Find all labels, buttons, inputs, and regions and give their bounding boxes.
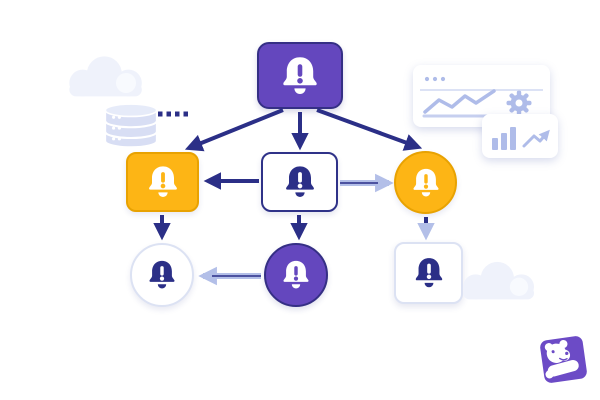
alert-node-bottom-right bbox=[394, 242, 463, 304]
trend-arrow-icon bbox=[522, 129, 550, 148]
arrow-root-to-mid-right bbox=[316, 108, 423, 151]
arrow-root-to-mid-left bbox=[184, 108, 284, 152]
alert-node-bottom-center bbox=[264, 243, 328, 307]
alert-bell-icon bbox=[144, 257, 180, 293]
cloud-icon bbox=[56, 52, 156, 104]
alert-node-bottom-left bbox=[130, 243, 194, 307]
datadog-logo bbox=[537, 333, 590, 386]
alert-bell-icon bbox=[143, 162, 183, 202]
alert-bell-icon bbox=[280, 162, 320, 202]
metrics-card bbox=[482, 114, 558, 158]
gear-icon bbox=[506, 90, 532, 116]
cloud-icon bbox=[449, 256, 549, 306]
alert-bell-icon bbox=[278, 257, 314, 293]
alert-bell-icon bbox=[410, 254, 448, 292]
alert-node-root bbox=[257, 42, 343, 109]
alert-bell-icon bbox=[408, 165, 444, 201]
bar-chart-icon bbox=[492, 127, 516, 150]
alert-node-mid-right bbox=[394, 151, 457, 214]
window-dots-icon bbox=[424, 76, 446, 82]
line-chart-icon bbox=[422, 89, 501, 118]
alert-node-mid-left bbox=[126, 152, 199, 212]
database-icon bbox=[102, 99, 160, 153]
alert-node-mid-center bbox=[261, 152, 338, 212]
alert-bell-icon bbox=[276, 52, 324, 100]
dog-icon bbox=[540, 336, 587, 383]
